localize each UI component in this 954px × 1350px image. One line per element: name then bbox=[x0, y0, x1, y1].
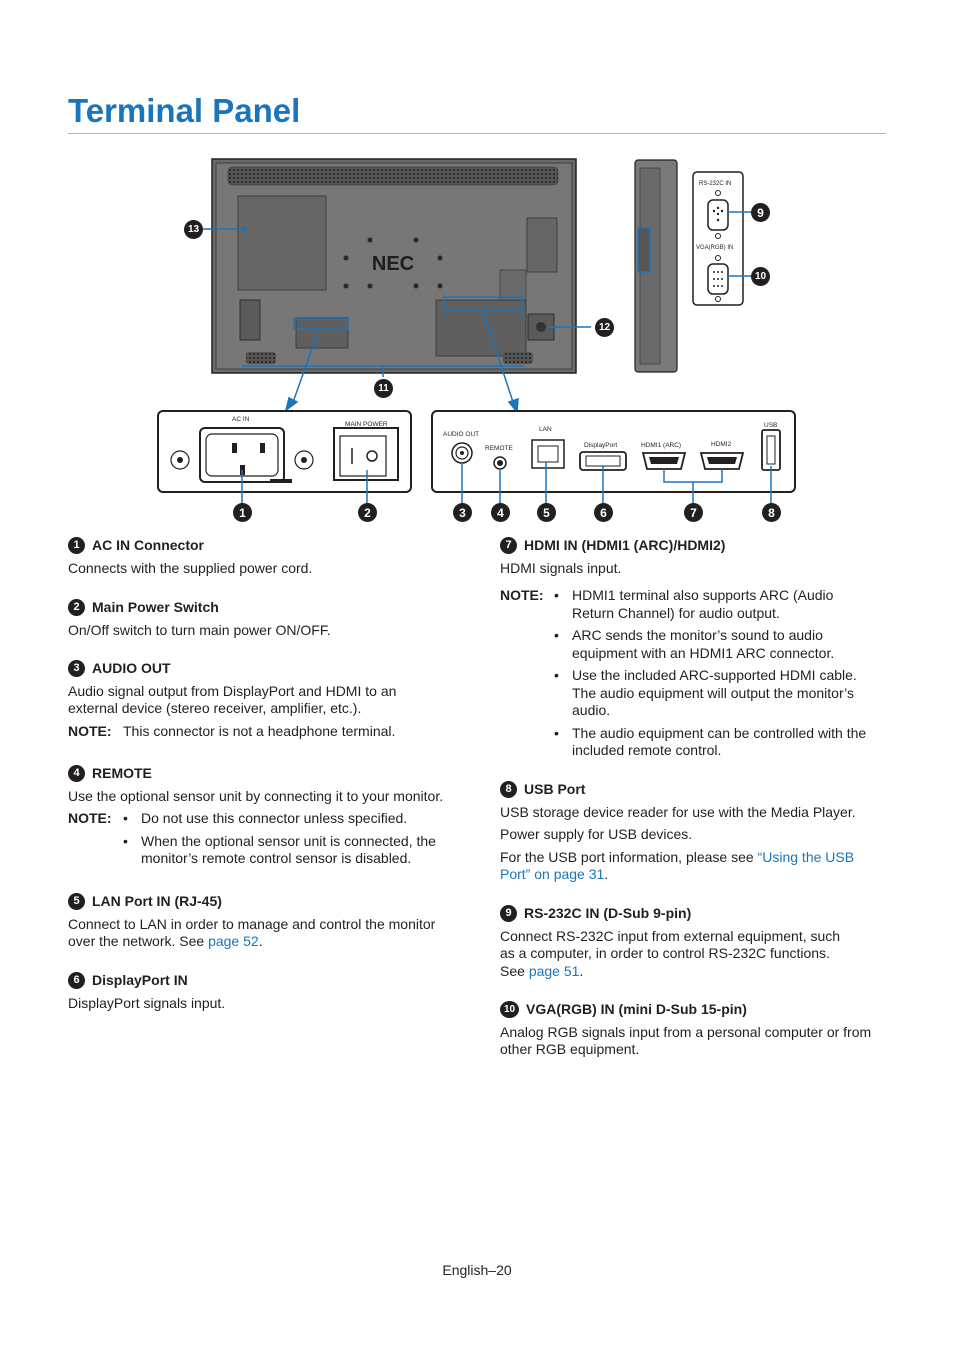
section-number: 3 bbox=[68, 660, 85, 678]
marker-1: 1 bbox=[233, 503, 252, 522]
section-body: Connect RS-232C input from external equi… bbox=[500, 927, 841, 979]
section-body: DisplayPort signals input. bbox=[68, 994, 226, 1011]
note-bullet: Use the included ARC-supported HDMI cabl… bbox=[572, 667, 857, 718]
label-remote: REMOTE bbox=[485, 445, 513, 452]
marker-7: 7 bbox=[684, 503, 703, 522]
marker-6: 6 bbox=[594, 503, 613, 522]
marker-11: 11 bbox=[374, 379, 393, 398]
section-number: 10 bbox=[500, 1001, 519, 1019]
section-body: Use the optional sensor unit by connecti… bbox=[68, 787, 444, 804]
label-rs232c: RS-232C IN bbox=[699, 181, 732, 187]
section-number: 6 bbox=[68, 972, 85, 990]
section-remote: 4 REMOTE Use the optional sensor unit by … bbox=[68, 765, 468, 873]
section-title: LAN Port IN (RJ-45) bbox=[92, 893, 222, 909]
section-lan: 5 LAN Port IN (RJ-45) Connect to LAN in o… bbox=[68, 893, 458, 956]
marker-3: 3 bbox=[453, 503, 472, 522]
section-title: USB Port bbox=[524, 781, 586, 797]
section-body: Analog RGB signals input from a personal… bbox=[500, 1023, 872, 1058]
section-title: RS-232C IN (D-Sub 9-pin) bbox=[524, 905, 692, 921]
label-audio-out: AUDIO OUT bbox=[443, 431, 480, 438]
section-ac-in: 1 AC IN Connector Connects with the suppl… bbox=[68, 537, 468, 582]
label-main-power: MAIN POWER bbox=[345, 421, 388, 428]
marker-5: 5 bbox=[537, 503, 556, 522]
section-title: Main Power Switch bbox=[92, 599, 219, 615]
terminal-diagram: NEC bbox=[157, 158, 796, 503]
section-body: For the USB port information, please see bbox=[500, 848, 758, 865]
label-hdmi2: HDMI2 bbox=[711, 441, 732, 448]
marker-12: 12 bbox=[595, 318, 614, 337]
section-main-power: 2 Main Power Switch On/Off switch to turn… bbox=[68, 599, 468, 644]
note-bullet: ARC sends the monitor’s sound to audio e… bbox=[572, 627, 835, 661]
label-ac-in: AC IN bbox=[232, 416, 250, 423]
note-bullet: When the optional sensor unit is connect… bbox=[141, 832, 436, 867]
label-vga: VGA(RGB) IN bbox=[696, 245, 734, 251]
section-audio-out: 3 AUDIO OUT Audio signal output from Disp… bbox=[68, 660, 458, 740]
page-52-link[interactable]: page 52 bbox=[208, 933, 259, 949]
section-number: 7 bbox=[500, 537, 517, 555]
brand-logo: NEC bbox=[372, 253, 414, 275]
label-hdmi1: HDMI1 (ARC) bbox=[641, 442, 682, 449]
page-51-link[interactable]: page 51 bbox=[528, 962, 580, 979]
section-title: VGA(RGB) IN (mini D-Sub 15-pin) bbox=[526, 1001, 747, 1017]
note-label: NOTE: bbox=[68, 722, 112, 739]
body-tail: . bbox=[258, 933, 263, 949]
section-body: Power supply for USB devices. bbox=[500, 826, 693, 842]
section-number: 9 bbox=[500, 905, 517, 923]
section-number: 4 bbox=[68, 765, 85, 783]
section-body: Connects with the supplied power cord. bbox=[68, 559, 313, 576]
section-body: USB storage device reader for use with t… bbox=[500, 803, 856, 820]
monitor-side-view bbox=[634, 159, 678, 373]
marker-10: 10 bbox=[751, 267, 770, 286]
label-displayport: DisplayPort bbox=[584, 442, 618, 449]
section-number: 2 bbox=[68, 599, 85, 617]
ac-panel bbox=[157, 410, 412, 493]
section-title: REMOTE bbox=[92, 765, 152, 781]
section-body: HDMI signals input. bbox=[500, 559, 622, 576]
body-tail: . bbox=[604, 866, 609, 882]
section-title: AC IN Connector bbox=[92, 537, 204, 553]
monitor-rear-view: NEC bbox=[211, 158, 577, 374]
section-number: 5 bbox=[68, 893, 85, 911]
section-body: Connect to LAN in order to manage and co… bbox=[68, 915, 436, 950]
page-title: Terminal Panel bbox=[68, 92, 301, 129]
marker-2: 2 bbox=[358, 503, 377, 522]
marker-13: 13 bbox=[184, 220, 203, 239]
section-rs232c: 9 RS-232C IN (D-Sub 9-pin) Connect RS-232… bbox=[500, 905, 890, 985]
section-number: 8 bbox=[500, 781, 517, 799]
note-label: NOTE: bbox=[68, 810, 112, 826]
note-label: NOTE: bbox=[500, 587, 544, 603]
marker-4: 4 bbox=[491, 503, 510, 522]
section-title: HDMI IN (HDMI1 (ARC)/HDMI2) bbox=[524, 537, 726, 553]
note-bullet: The audio equipment can be controlled wi… bbox=[572, 724, 867, 759]
label-usb: USB bbox=[764, 422, 778, 429]
section-vga: 10 VGA(RGB) IN (mini D-Sub 15-pin) Analog… bbox=[500, 1001, 890, 1064]
note-bullet: Do not use this connector unless specifi… bbox=[141, 810, 408, 826]
section-body: Audio signal output from DisplayPort and… bbox=[68, 682, 397, 717]
page-footer: English–20 bbox=[442, 1262, 512, 1278]
label-lan: LAN bbox=[539, 426, 552, 433]
note-bullet: HDMI1 terminal also supports ARC (Audio … bbox=[572, 587, 834, 621]
section-number: 1 bbox=[68, 537, 85, 555]
section-title: AUDIO OUT bbox=[92, 660, 171, 676]
section-body: On/Off switch to turn main power ON/OFF. bbox=[68, 621, 331, 638]
side-port-detail bbox=[692, 171, 752, 306]
section-usb: 8 USB Port USB storage device reader for … bbox=[500, 781, 890, 889]
marker-8: 8 bbox=[762, 503, 781, 522]
body-tail: . bbox=[579, 962, 584, 979]
usb-port-link[interactable]: “Using the USB Port” on page 31 bbox=[500, 848, 855, 883]
title-divider bbox=[68, 133, 886, 134]
section-title: DisplayPort IN bbox=[92, 972, 188, 988]
marker-9: 9 bbox=[751, 203, 770, 222]
note-text: This connector is not a headphone termin… bbox=[123, 722, 396, 739]
section-displayport: 6 DisplayPort IN DisplayPort signals inpu… bbox=[68, 972, 468, 1017]
section-hdmi: 7 HDMI IN (HDMI1 (ARC)/HDMI2) HDMI signal… bbox=[500, 537, 890, 765]
